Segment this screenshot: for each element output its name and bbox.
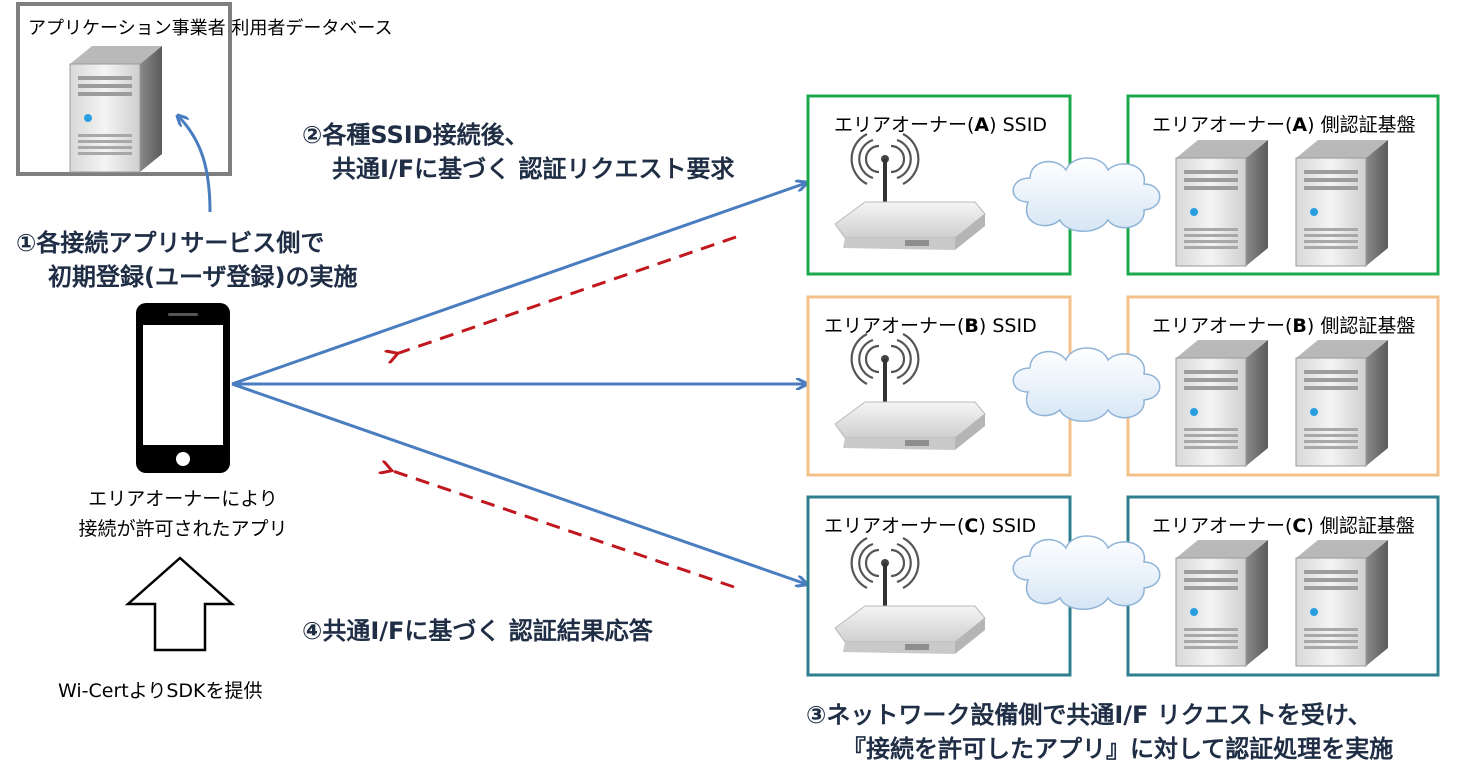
step1-label: ①各接続アプリサービス側で 初期登録(ユーザ登録)の実施 <box>16 229 358 291</box>
registration-arrow <box>178 116 212 213</box>
smartphone-icon <box>136 303 230 473</box>
auth-server-icon <box>1295 339 1389 467</box>
auth-label-a: エリアオーナー(A) 側認証基盤 <box>1152 114 1416 136</box>
auth-server-icon <box>1175 339 1269 467</box>
sdk-label: Wi-CertよりSDKを提供 <box>58 680 263 702</box>
database-box <box>16 2 232 176</box>
auth-server-icon <box>1295 139 1389 267</box>
request-arrow-c <box>231 382 806 584</box>
auth-label-b: エリアオーナー(B) 側認証基盤 <box>1152 315 1416 337</box>
cloud-icon <box>1012 157 1161 233</box>
ssid-label-a: エリアオーナー(A) SSID <box>834 114 1047 136</box>
auth-server-icon <box>1175 539 1269 667</box>
request-arrow-a <box>231 183 806 386</box>
phone-label: エリアオーナーにより 接続が許可されたアプリ <box>78 488 288 540</box>
step4-label: ④共通I/Fに基づく 認証結果応答 <box>302 617 653 645</box>
auth-server-icon <box>1295 539 1389 667</box>
database-server-icon <box>69 45 163 173</box>
step2-label: ②各種SSID接続後、 共通I/Fに基づく 認証リクエスト要求 <box>302 121 735 183</box>
up-arrow-icon <box>124 556 236 652</box>
auth-label-c: エリアオーナー(C) 側認証基盤 <box>1152 515 1415 537</box>
cloud-icon <box>1012 347 1161 423</box>
cloud-icon <box>1012 535 1161 611</box>
step3-label: ③ネットワーク設備側で共通I/F リクエストを受け、 『接続を許可したアプリ』に… <box>806 701 1394 763</box>
response-arrow-c <box>390 470 735 589</box>
auth-server-icon <box>1175 139 1269 267</box>
response-arrow-a <box>396 235 737 354</box>
ssid-label-c: エリアオーナー(C) SSID <box>824 515 1037 537</box>
database-label: アプリケーション事業者 利用者データベース <box>28 18 393 39</box>
ssid-label-b: エリアオーナー(B) SSID <box>824 315 1037 337</box>
